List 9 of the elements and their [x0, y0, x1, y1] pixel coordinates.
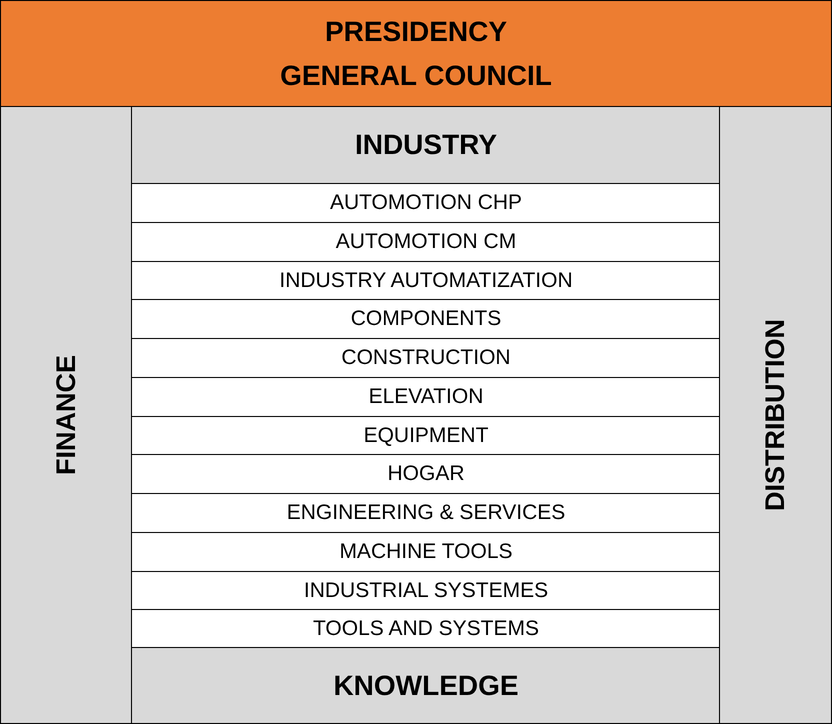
column-title: DISTRIBUTION [760, 319, 791, 511]
heading-text: GENERAL COUNCIL [280, 58, 552, 92]
side-column [0, 106, 132, 724]
column-title: FINANCE [50, 355, 82, 475]
side-column [719, 106, 832, 724]
header-band [0, 0, 832, 107]
section-header: INDUSTRY [131, 106, 721, 184]
heading-text: PRESIDENCY [324, 14, 508, 48]
section-footer: KNOWLEDGE [131, 647, 721, 724]
